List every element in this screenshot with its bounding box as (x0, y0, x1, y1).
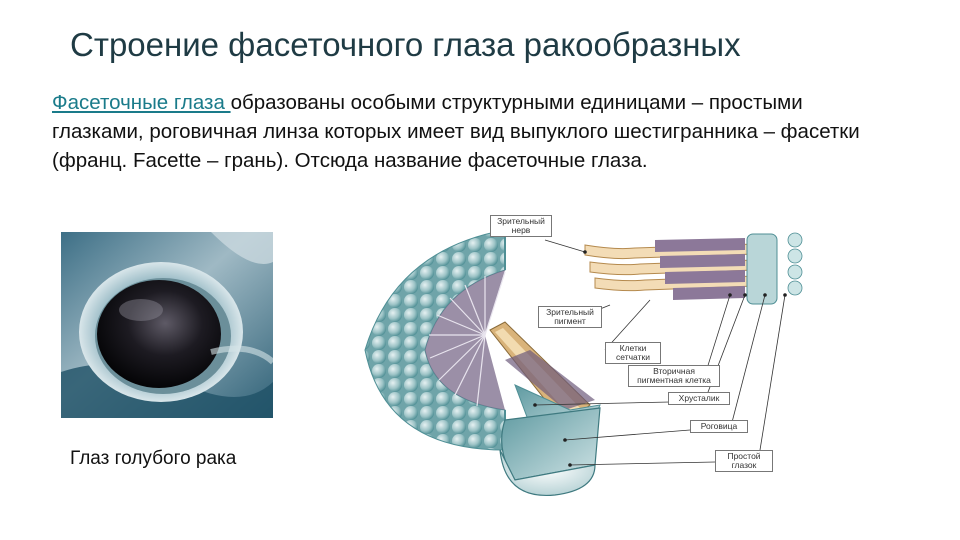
label-retina-cells: Клетки сетчатки (605, 342, 661, 364)
photo-caption: Глаз голубого рака (70, 448, 237, 469)
label-optic-nerve: Зрительный нерв (490, 215, 552, 237)
label-crystalline-cone: Хрусталик (668, 392, 730, 405)
facet-eyes-link[interactable]: Фасеточные глаза (52, 91, 231, 114)
compound-eye-illustration (364, 229, 803, 497)
slide-title: Строение фасеточного глаза ракообразных (70, 26, 741, 63)
compound-eye-diagram: Зрительный нерв Зрительный пигмент Клетк… (355, 210, 805, 500)
label-secondary-pigment-cell: Вторичная пигментная клетка (628, 365, 720, 387)
label-cornea: Роговица (690, 420, 748, 433)
label-visual-pigment: Зрительный пигмент (538, 306, 602, 328)
crayfish-eye-photo (61, 232, 273, 418)
label-simple-eye: Простой глазок (715, 450, 773, 472)
paragraph-text: образованы особыми структурными единицам… (52, 91, 860, 172)
body-paragraph: Фасеточные глаза образованы особыми стру… (52, 88, 872, 175)
